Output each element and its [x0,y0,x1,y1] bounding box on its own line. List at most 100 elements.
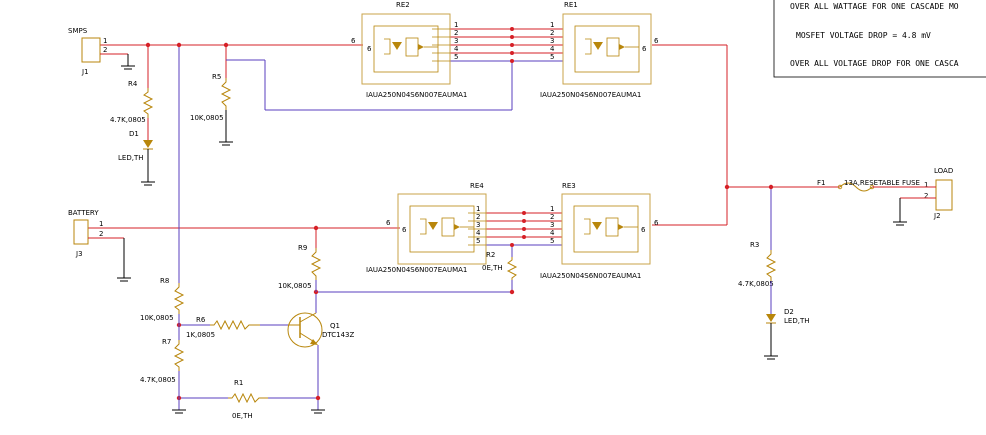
svg-text:R9: R9 [298,244,307,252]
svg-text:6: 6 [402,226,407,234]
connector-smps: SMPS 1 2 J1 [68,27,135,76]
re2-bus-pins: 1 2 3 4 5 [432,21,459,62]
svg-text:6: 6 [641,226,646,234]
svg-text:R6: R6 [196,316,206,324]
transistor-q1: Q1 DTC143Z [287,312,355,414]
svg-text:6: 6 [654,37,659,45]
svg-text:R5: R5 [212,73,221,81]
svg-text:3: 3 [550,221,554,229]
svg-text:IAUA250N04S6N007EAUMA1: IAUA250N04S6N007EAUMA1 [366,266,467,274]
svg-text:4.7K,0805: 4.7K,0805 [140,376,176,384]
relay-re1: RE1 6 6 IAUA250N04S6N007EAUMA1 1 2 3 4 5 [540,1,659,99]
svg-text:5: 5 [476,237,480,245]
svg-text:R2: R2 [486,251,495,259]
svg-text:0E,TH: 0E,TH [482,264,503,272]
svg-text:2: 2 [476,213,480,221]
svg-text:3: 3 [454,37,458,45]
svg-text:R4: R4 [128,80,138,88]
resistor-r3: R3 4.7K,0805 [738,241,777,314]
note-wattage: OVER ALL WATTAGE FOR ONE CASCADE MO [790,2,959,11]
svg-text:5: 5 [550,53,554,61]
svg-text:R1: R1 [234,379,243,387]
resistor-r7: R7 4.7K,0805 [140,338,186,414]
svg-text:5: 5 [454,53,458,61]
svg-text:4: 4 [550,229,555,237]
svg-text:4.7K,0805: 4.7K,0805 [110,116,146,124]
svg-text:10K,0805: 10K,0805 [190,114,224,122]
control-wires [178,45,772,410]
svg-text:LED,TH: LED,TH [784,317,809,325]
relay-re2: RE2 6 6 IAUA250N04S6N007EAUMA1 [351,1,467,99]
svg-text:1: 1 [924,181,928,189]
connector-load: LOAD 1 2 J2 [880,167,953,226]
svg-text:6: 6 [386,219,391,227]
svg-text:3: 3 [476,221,480,229]
svg-text:R3: R3 [750,241,759,249]
svg-text:F1: F1 [817,179,825,187]
svg-text:RE1: RE1 [564,1,578,9]
svg-text:5: 5 [550,237,554,245]
svg-text:6: 6 [351,37,356,45]
power-wires [88,28,840,248]
svg-text:2: 2 [454,29,458,37]
led-d1: D1 LED,TH [118,130,155,186]
note-mosfet-drop: MOSFET VOLTAGE DROP = 4.8 mV [796,31,931,40]
svg-text:0E,TH: 0E,TH [232,412,253,420]
resistor-r4: R4 4.7K,0805 [110,80,154,140]
svg-text:4: 4 [476,229,481,237]
svg-text:4: 4 [550,45,555,53]
svg-text:2: 2 [103,46,107,54]
relay-re3: RE3 6 6 IAUA250N04S6N007EAUMA1 1 2 3 4 5 [540,182,659,280]
svg-text:6: 6 [367,45,372,53]
note-voltage-drop: OVER ALL VOLTAGE DROP FOR ONE CASCA [790,59,959,68]
svg-text:4: 4 [454,45,459,53]
svg-text:D1: D1 [129,130,139,138]
svg-text:1: 1 [476,205,480,213]
svg-text:4.7K,0805: 4.7K,0805 [738,280,774,288]
svg-text:1K,0805: 1K,0805 [186,331,215,339]
svg-text:3: 3 [550,37,554,45]
j1-ref: J1 [81,68,89,76]
resistor-r9: R9 10K,0805 [278,244,322,292]
svg-text:RE2: RE2 [396,1,410,9]
j3-ref: J3 [75,250,83,258]
svg-text:2: 2 [99,230,103,238]
svg-text:13A,RESETABLE FUSE: 13A,RESETABLE FUSE [844,179,920,187]
svg-text:D2: D2 [784,308,794,316]
resistor-r8: R8 10K,0805 [140,277,185,340]
resistor-r1: R1 0E,TH [228,379,268,420]
resistor-r5: R5 10K,0805 [190,73,233,146]
svg-text:RE4: RE4 [470,182,484,190]
notes-box: OVER ALL WATTAGE FOR ONE CASCADE MO MOSF… [773,0,986,78]
svg-text:2: 2 [550,29,554,37]
connector-battery: BATTERY 1 2 J3 [68,209,131,282]
svg-text:1: 1 [454,21,458,29]
svg-text:2: 2 [924,192,928,200]
svg-text:IAUA250N04S6N007EAUMA1: IAUA250N04S6N007EAUMA1 [366,91,467,99]
svg-text:2: 2 [550,213,554,221]
led-d2: D2 LED,TH [764,308,809,360]
svg-text:10K,0805: 10K,0805 [278,282,312,290]
svg-text:1: 1 [550,21,554,29]
resistor-r6: R6 1K,0805 [186,316,260,339]
svg-text:LED,TH: LED,TH [118,154,143,162]
svg-text:Q1: Q1 [330,322,340,330]
smps-label: SMPS [68,27,88,35]
relay-re4: RE4 6 6 IAUA250N04S6N007EAUMA1 1 2 3 4 5 [366,182,487,274]
j2-ref: J2 [933,212,941,220]
svg-text:1: 1 [99,220,103,228]
svg-text:R7: R7 [162,338,171,346]
load-label: LOAD [934,167,953,175]
svg-text:6: 6 [642,45,647,53]
junctions [145,27,774,401]
battery-label: BATTERY [68,209,99,217]
svg-text:IAUA250N04S6N007EAUMA1: IAUA250N04S6N007EAUMA1 [540,272,641,280]
svg-text:IAUA250N04S6N007EAUMA1: IAUA250N04S6N007EAUMA1 [540,91,641,99]
svg-text:10K,0805: 10K,0805 [140,314,174,322]
fuse-f1: F1 13A,RESETABLE FUSE [817,179,920,192]
svg-text:1: 1 [103,37,107,45]
svg-text:1: 1 [550,205,554,213]
svg-text:RE3: RE3 [562,182,576,190]
svg-text:6: 6 [654,219,659,227]
